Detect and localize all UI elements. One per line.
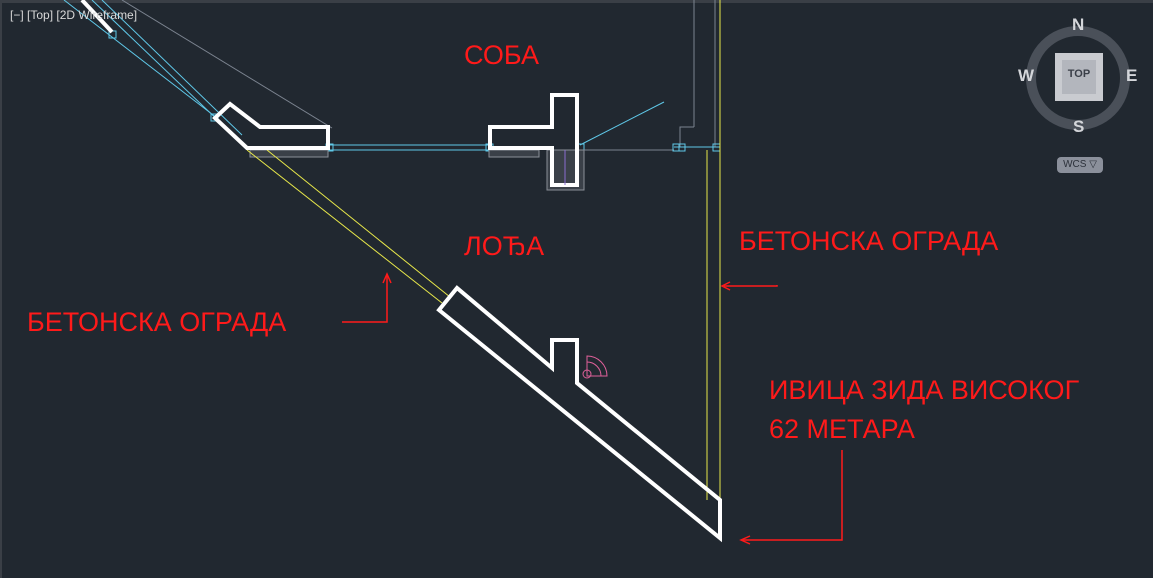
wcs-menu-button[interactable]: WCS ▽ (1057, 157, 1103, 173)
wall-edge-label-2: 62 МЕТАРА (769, 414, 915, 444)
drawing-line (739, 535, 751, 545)
compass-south[interactable]: S (1073, 117, 1085, 136)
drawing-line (249, 149, 329, 158)
railing-left-label: БЕТОНСКА ОГРАДА (27, 307, 287, 337)
compass-west[interactable]: W (1018, 66, 1035, 85)
leader-railing-right (724, 285, 778, 287)
visual-style-menu[interactable]: [2D Wireframe] (56, 8, 138, 22)
drawing-line (720, 281, 731, 291)
walls (80, 0, 722, 543)
compass-north[interactable]: N (1072, 15, 1085, 34)
viewport-border (2, 0, 1153, 3)
point-symbol-icon (582, 355, 608, 379)
railing-lines (246, 0, 721, 500)
drawing-line (266, 149, 451, 298)
wall (488, 93, 579, 187)
leader-wall-edge (742, 450, 843, 541)
viewport-controls-menu[interactable]: [−] (10, 8, 24, 22)
viewcube[interactable]: N S E W TOP (1018, 15, 1138, 136)
drawing-line (579, 101, 665, 146)
wall (80, 0, 114, 34)
wall (436, 285, 722, 543)
compass-ring (1026, 26, 1130, 130)
wall (212, 101, 330, 150)
wall-edge-label-1: ИВИЦА ЗИДА ВИСОКОГ (769, 375, 1080, 405)
railing-right-label: БЕТОНСКА ОГРАДА (739, 226, 999, 256)
grey-line (121, 0, 333, 129)
drawing-line (586, 355, 608, 377)
room-label: СОБА (464, 40, 540, 70)
grey-lines (121, 0, 716, 151)
drawing-line (1062, 60, 1096, 94)
drawing-line (246, 149, 443, 304)
drawing-line (678, 143, 686, 152)
drawing-line (582, 369, 592, 379)
leader-railing-left (342, 275, 388, 323)
drawing-line (63, 0, 218, 119)
loggia-label: ЛОЂА (464, 231, 545, 261)
viewport-label: [−] [Top] [2D Wireframe] (10, 8, 137, 22)
viewcube-top-face[interactable]: TOP (1067, 68, 1091, 80)
compass-east[interactable]: E (1126, 66, 1138, 85)
view-menu[interactable]: [Top] (27, 8, 54, 22)
hatch (249, 149, 585, 191)
drawing-line (586, 361, 602, 377)
drawing-line (488, 149, 540, 158)
leader-arrows (342, 272, 843, 545)
window-lines (63, 0, 721, 152)
grey-line (679, 126, 694, 147)
drawing-line (382, 272, 392, 284)
